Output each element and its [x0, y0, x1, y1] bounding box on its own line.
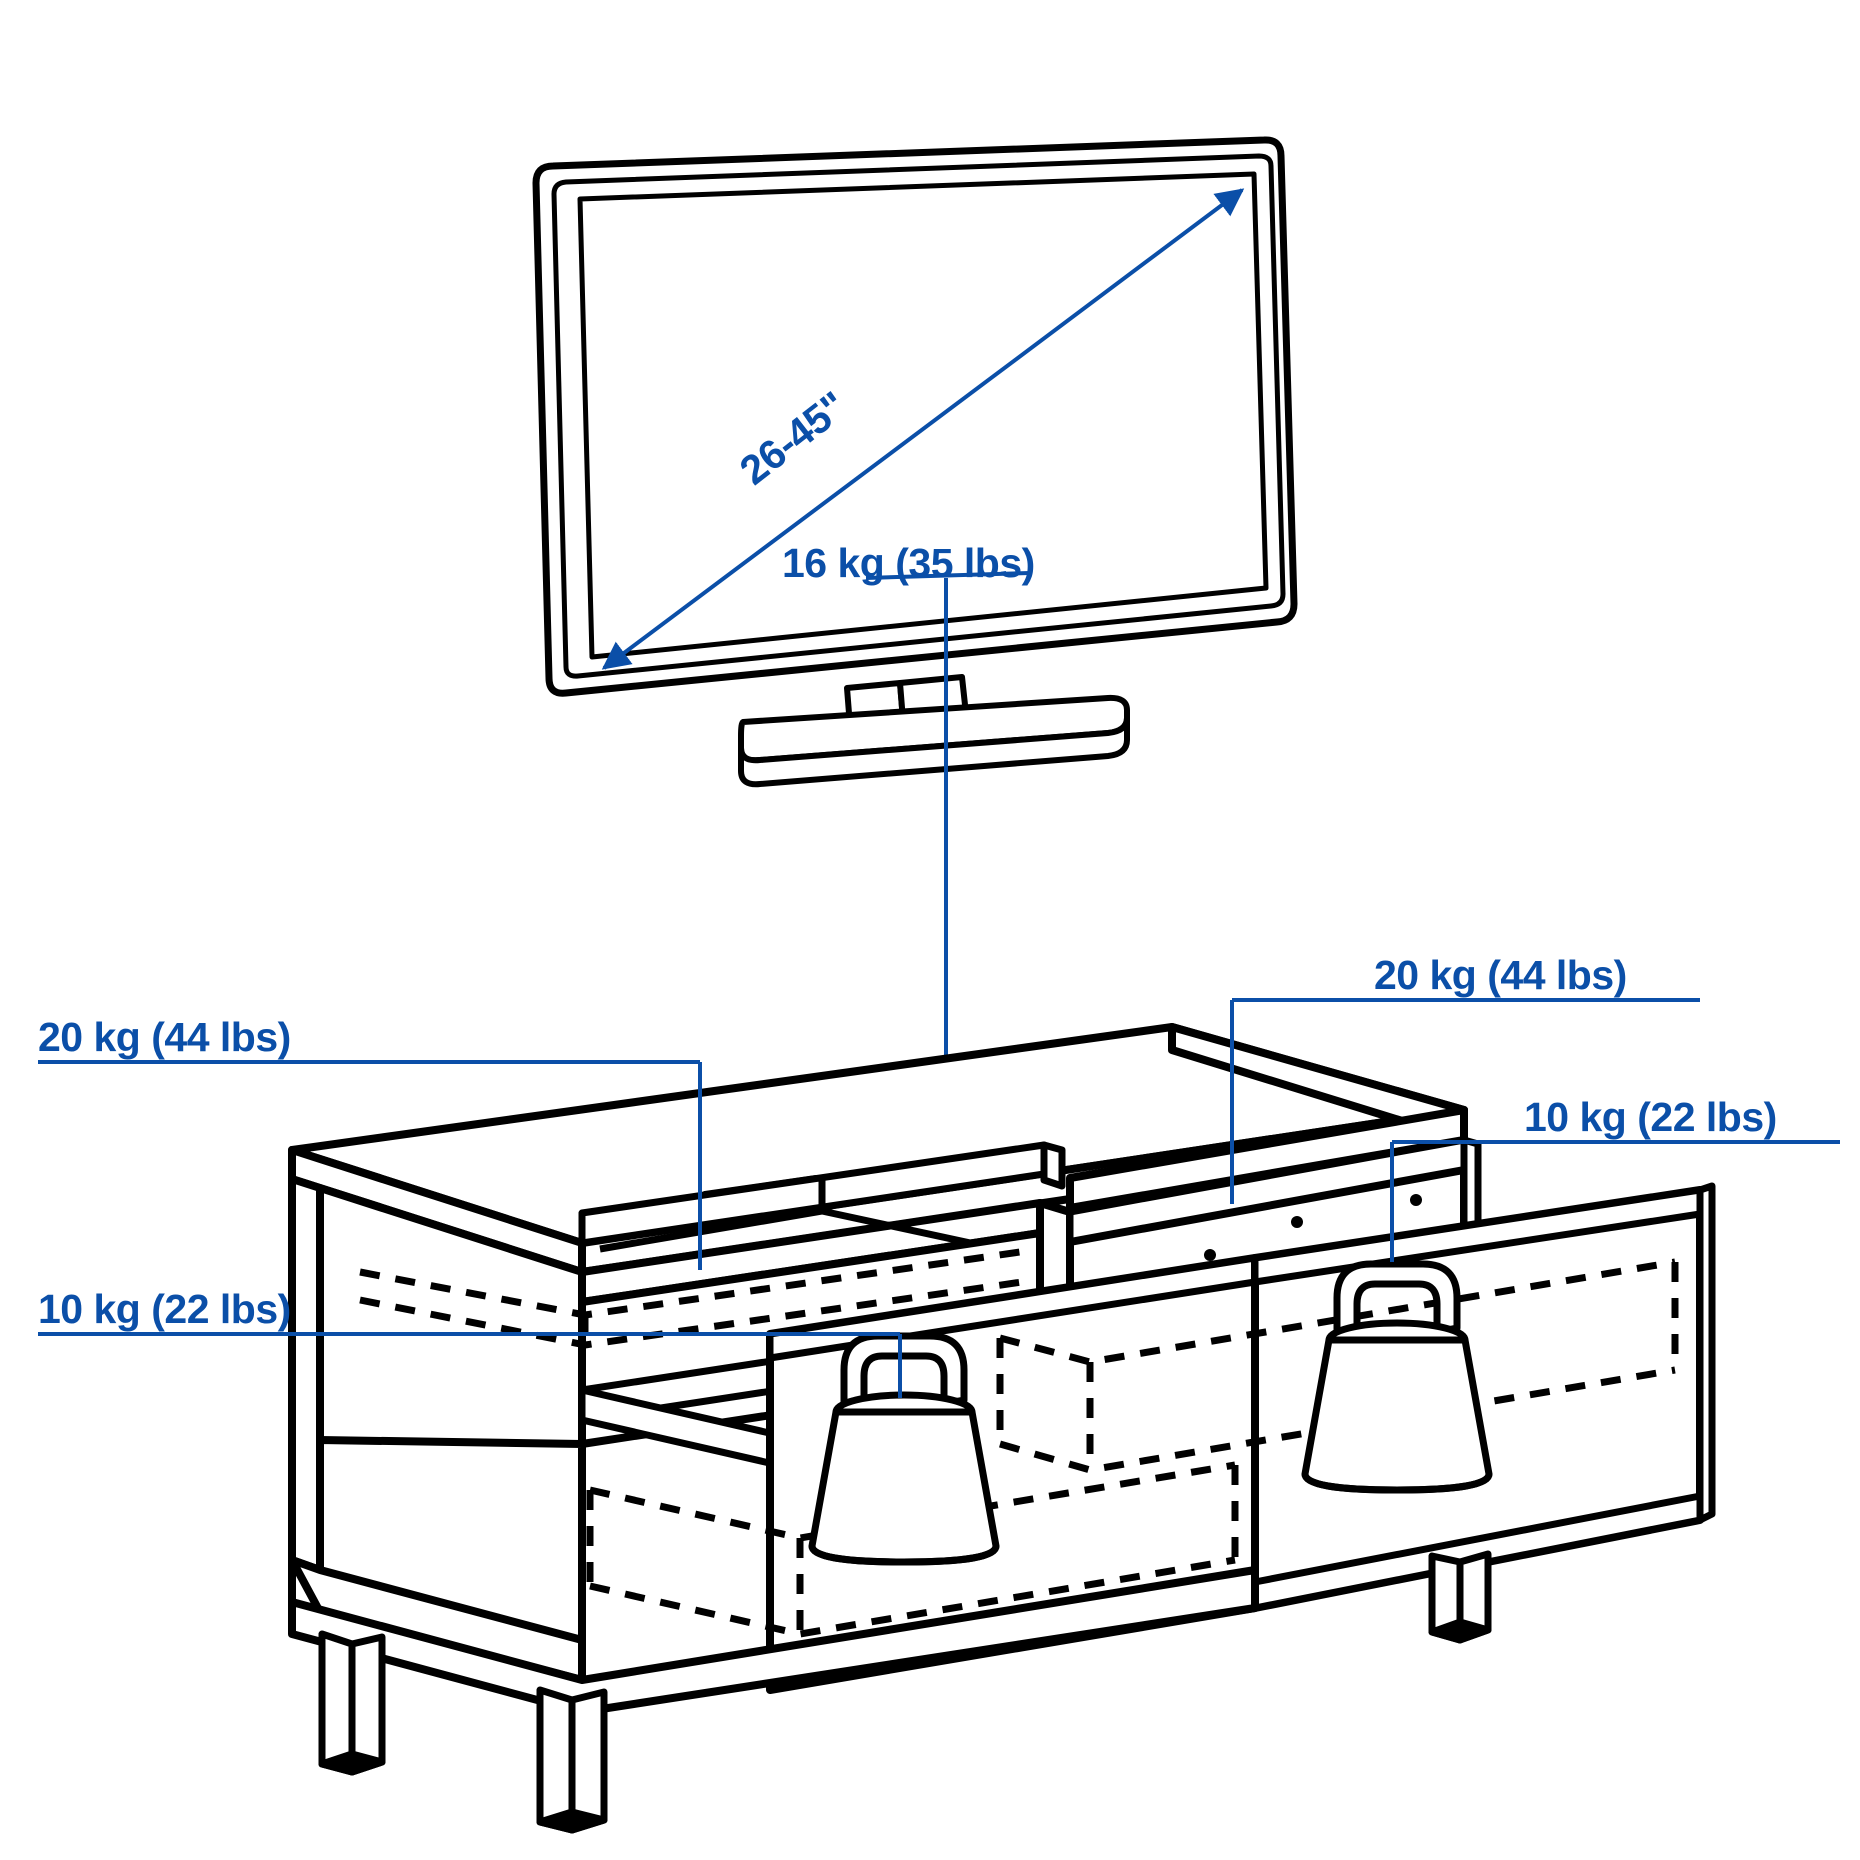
- tv-weight-leader-line: [865, 571, 1031, 1108]
- leader-left-drawer: [38, 1332, 902, 1398]
- kettlebell-weight-icon-right: [1301, 1260, 1493, 1494]
- right-shelf-capacity-label: 20 kg (44 lbs): [1374, 952, 1627, 998]
- kettlebell-weight-icon-left: [808, 1332, 1000, 1566]
- leader-top-left-shelf: [38, 1060, 702, 1270]
- left-drawer-capacity-label: 10 kg (22 lbs): [38, 1286, 291, 1332]
- tv-weight-label: 16 kg (35 lbs): [782, 540, 1035, 586]
- right-drawer-capacity-label: 10 kg (22 lbs): [1524, 1094, 1777, 1140]
- leader-top-right-shelf: [1230, 998, 1700, 1204]
- tv-bench-icon: [288, 1023, 1716, 1834]
- double-headed-diagonal-arrow-icon: [601, 188, 1245, 670]
- left-shelf-capacity-label: 20 kg (44 lbs): [38, 1014, 291, 1060]
- leader-right-drawer: [1390, 1140, 1840, 1262]
